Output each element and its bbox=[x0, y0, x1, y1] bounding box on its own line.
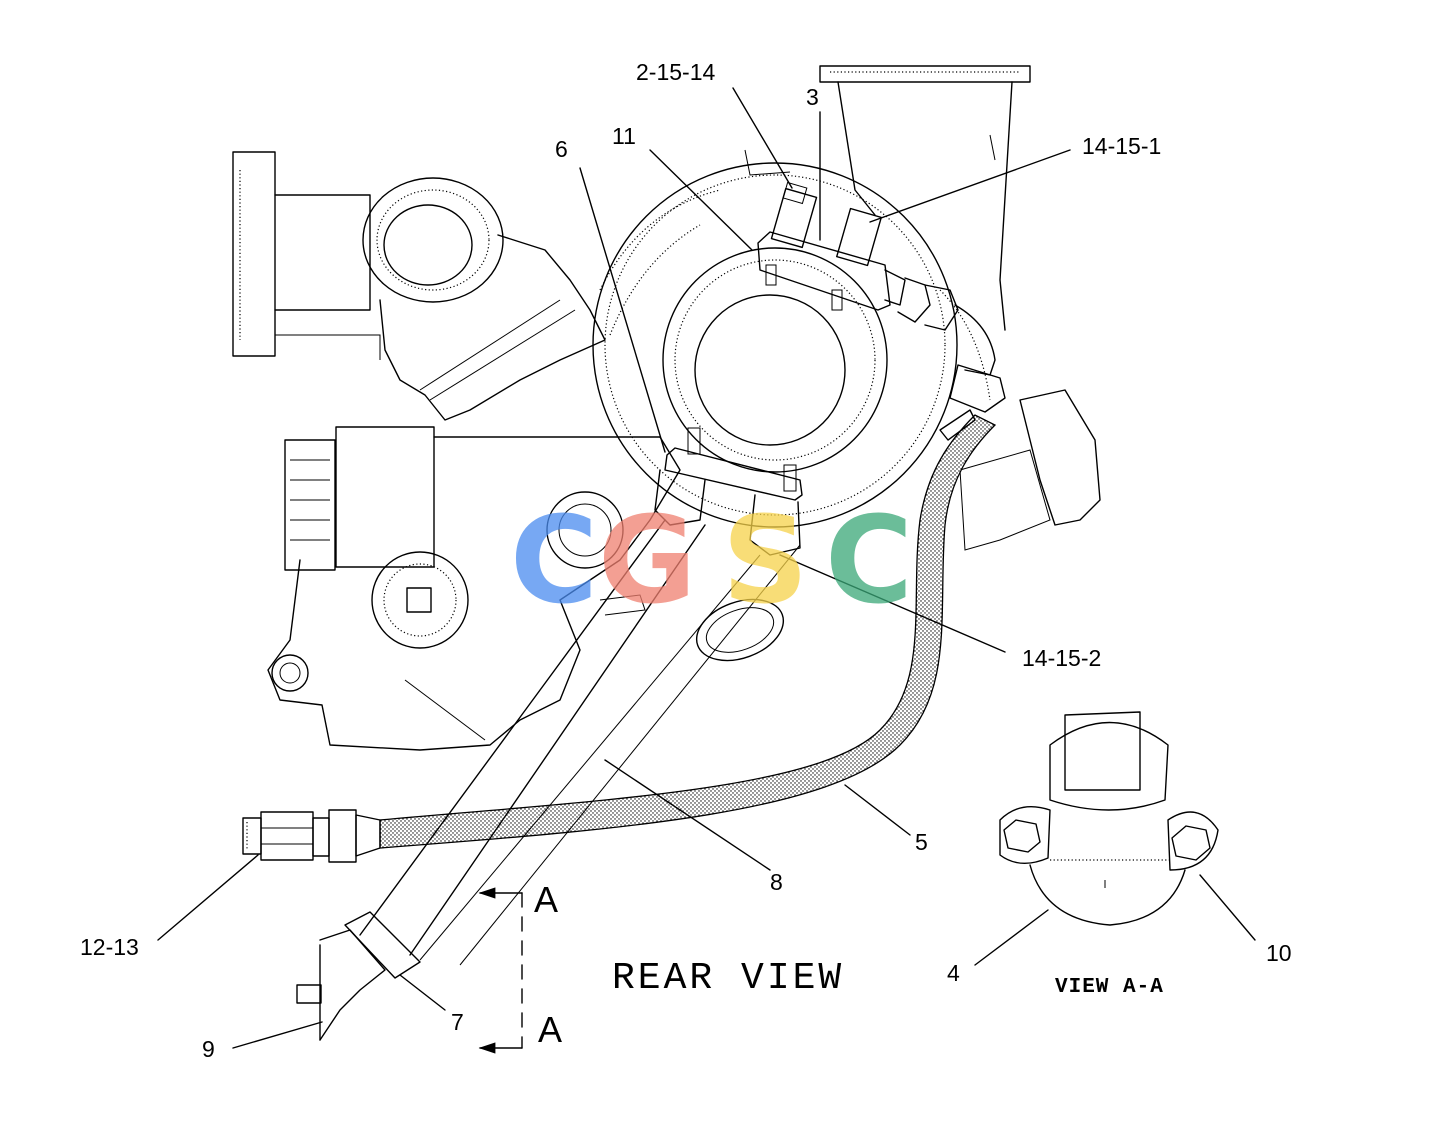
section-label-top: A bbox=[534, 879, 558, 920]
watermark-letter-3: S bbox=[722, 492, 808, 631]
view-aa-detail bbox=[999, 711, 1219, 926]
turbo-housing bbox=[592, 149, 991, 528]
watermark-letter-1: C bbox=[510, 492, 598, 631]
label-3: 3 bbox=[806, 84, 819, 110]
hose-end-fitting bbox=[242, 809, 381, 863]
outlet-funnel bbox=[819, 65, 1031, 331]
label-14-15-2: 14-15-2 bbox=[1022, 645, 1101, 671]
label-6: 6 bbox=[555, 136, 568, 162]
label-9: 9 bbox=[202, 1036, 215, 1062]
drain-flange bbox=[546, 427, 803, 662]
watermark-letter-2: G bbox=[598, 492, 697, 631]
right-canister bbox=[959, 389, 1101, 551]
inlet-flange bbox=[232, 151, 381, 360]
oil-supply-hose bbox=[379, 409, 997, 849]
actuator-housing bbox=[267, 426, 681, 751]
view-aa-caption: VIEW A-A bbox=[1055, 976, 1164, 999]
label-5: 5 bbox=[915, 829, 928, 855]
drain-elbow bbox=[296, 911, 421, 1041]
label-11: 11 bbox=[612, 123, 636, 149]
label-7: 7 bbox=[451, 1009, 464, 1035]
watermark-logo: C G S C bbox=[510, 492, 913, 631]
label-10: 10 bbox=[1266, 940, 1292, 966]
section-marker-aa: A A bbox=[478, 879, 562, 1054]
label-2-15-14: 2-15-14 bbox=[636, 59, 715, 85]
leader-lines bbox=[157, 87, 1256, 1049]
oil-supply-block bbox=[757, 181, 891, 311]
label-12-13: 12-13 bbox=[80, 934, 139, 960]
label-14-15-1: 14-15-1 bbox=[1082, 133, 1161, 159]
label-4: 4 bbox=[947, 960, 960, 986]
watermark-letter-4: C bbox=[825, 492, 913, 631]
section-label-bottom: A bbox=[538, 1009, 562, 1050]
elbow-pipe bbox=[362, 177, 606, 421]
rear-view-caption: REAR VIEW bbox=[612, 957, 844, 1000]
oil-drain-tube bbox=[359, 519, 801, 966]
label-8: 8 bbox=[770, 869, 783, 895]
supply-fitting bbox=[884, 269, 1006, 413]
